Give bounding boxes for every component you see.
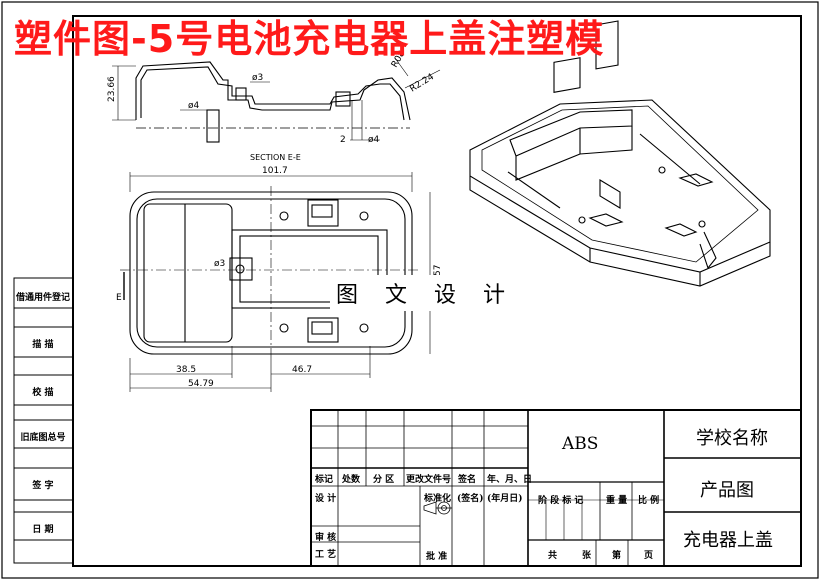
dim-side: 57 bbox=[433, 265, 443, 276]
sheet-unit-b: 页 bbox=[644, 551, 654, 561]
dim-hole: ø3 bbox=[214, 259, 225, 269]
section-label: SECTION E-E bbox=[250, 153, 301, 162]
side-label-date: 日 期 bbox=[32, 525, 54, 535]
sheet-unit-a: 张 bbox=[582, 551, 592, 561]
rev-header-sign: 签名 bbox=[458, 475, 477, 485]
stage-header-weight: 重 量 bbox=[606, 496, 628, 506]
side-label-check: 校 描 bbox=[32, 388, 54, 398]
dim-d3: ø3 bbox=[252, 73, 263, 83]
side-label-old-drawing: 旧底图总号 bbox=[20, 433, 66, 443]
plan-view-drawing bbox=[120, 172, 431, 392]
signname-label: (签名) bbox=[457, 494, 484, 504]
school-name: 学校名称 bbox=[696, 428, 768, 449]
side-label-borrow: 借通用件登记 bbox=[15, 293, 70, 303]
isometric-view-drawing bbox=[469, 20, 771, 287]
standardize-label: 标准化 bbox=[424, 494, 452, 504]
drawing-title: 塑件图-5号电池充电器上盖注塑模 bbox=[14, 17, 605, 61]
process-label: 工 艺 bbox=[315, 550, 337, 560]
rev-header-mark: 标记 bbox=[315, 475, 334, 485]
plan-view-labels: 101.7 38.5 46.7 54.79 ø3 57 E bbox=[116, 166, 443, 389]
section-mark-e: E bbox=[116, 293, 122, 303]
dim-width: 101.7 bbox=[262, 166, 288, 176]
dim-left: 38.5 bbox=[176, 365, 196, 375]
sheet-total: 共 bbox=[548, 551, 558, 561]
dim-v2: 2 bbox=[340, 135, 346, 145]
dim-height: 23.66 bbox=[107, 76, 117, 102]
dim-d4b: ø4 bbox=[368, 135, 380, 145]
dim-d4: ø4 bbox=[188, 101, 200, 111]
stage-header-scale: 比 例 bbox=[638, 496, 660, 506]
sheet-current: 第 bbox=[612, 551, 622, 561]
rev-header-date: 年、月、日 bbox=[487, 475, 533, 485]
stage-header-stage: 阶 段 标 记 bbox=[538, 496, 584, 506]
approve-label: 批 准 bbox=[426, 552, 448, 562]
rev-header-zone: 分 区 bbox=[373, 475, 395, 485]
title-block-grid bbox=[310, 409, 802, 567]
watermark-text: 图 文 设 计 bbox=[330, 275, 521, 311]
side-label-sign: 签 字 bbox=[32, 481, 54, 491]
dim-right: 46.7 bbox=[292, 365, 312, 375]
date-label: (年月日) bbox=[487, 494, 523, 504]
dim-r224: R2.24 bbox=[408, 72, 436, 95]
part-name: 充电器上盖 bbox=[683, 530, 773, 551]
side-label-trace: 描 描 bbox=[32, 340, 54, 350]
drawing-type: 产品图 bbox=[700, 480, 754, 501]
section-view-drawing bbox=[112, 57, 441, 143]
rev-header-doc: 更改文件号 bbox=[406, 475, 452, 485]
side-table-grid bbox=[13, 277, 74, 564]
design-label: 设 计 bbox=[315, 494, 337, 504]
review-label: 审 核 bbox=[315, 533, 337, 543]
material-value: ABS bbox=[562, 434, 599, 454]
section-view-labels: 23.66 ø3 ø4 ø4 R2.24 R08 2 SECTION E-E bbox=[107, 49, 436, 162]
projection-symbol bbox=[423, 501, 452, 515]
rev-header-count: 处数 bbox=[342, 475, 361, 485]
dim-total: 54.79 bbox=[188, 379, 214, 389]
